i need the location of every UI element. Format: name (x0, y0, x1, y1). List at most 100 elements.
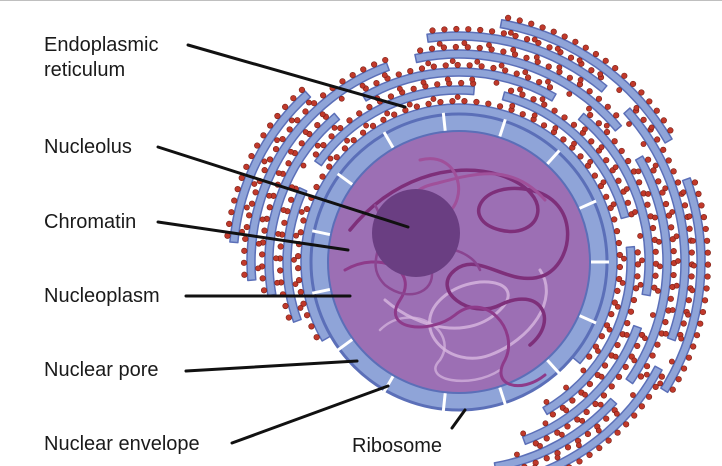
ribosome-dot (502, 67, 509, 74)
ribosome-dot (543, 435, 550, 442)
ribosome-dot (686, 213, 693, 220)
ribosome-dot (363, 122, 370, 129)
ribosome-dot (673, 233, 680, 240)
ribosome-dot (369, 122, 377, 129)
ribosome-dot (658, 373, 665, 380)
ribosome-dot (441, 26, 448, 33)
ribosome-dot (261, 227, 268, 234)
ribosome-dot (615, 275, 623, 283)
ribosome-dot (587, 158, 594, 165)
ribosome-dot (452, 43, 459, 51)
ribosome-dot (313, 334, 320, 341)
ribosome-dot (293, 232, 300, 239)
ribosome-dot (558, 431, 565, 438)
ribosome-dot (630, 296, 638, 304)
ribosome-dot (288, 196, 295, 203)
ribosome-dot (566, 91, 573, 97)
ribosome-dot (291, 256, 297, 263)
ribosome-dot (524, 74, 532, 81)
ribosome-dot (583, 408, 590, 416)
ribosome-dot (698, 202, 705, 209)
ribosome-dot (280, 207, 287, 213)
ribosome-dot (638, 89, 645, 96)
ribosome-dot (564, 423, 571, 430)
ribosome-dot (327, 155, 334, 162)
ribosome-dot (614, 429, 621, 436)
nuclear-pore-gap (546, 149, 561, 165)
ribosome-dot (567, 54, 575, 61)
ribosome-dot (240, 259, 248, 266)
ribosome-dot (582, 391, 588, 398)
ribosome-dot (294, 117, 301, 124)
ribosome-dot (373, 80, 380, 87)
ribosome-dot (704, 249, 711, 256)
ribosome-dot (539, 24, 546, 31)
ribosome-dot (274, 137, 280, 144)
ribosome-dot (356, 110, 363, 117)
ribosome-dot (616, 251, 623, 259)
er-cisterna-right-1 (501, 91, 630, 220)
ribosome-dot (689, 287, 696, 294)
ribosome-dot (675, 258, 681, 264)
ribosome-dot (610, 201, 617, 208)
ribosome-dot (688, 249, 695, 256)
leader-nuclear-pore (184, 359, 359, 373)
ribosome-dot (642, 335, 648, 342)
ribosome-dot (493, 79, 500, 86)
ribosome-dot (629, 80, 637, 88)
ribosome-dot (657, 380, 664, 387)
ribosome-dot (569, 397, 576, 404)
ribosome-dot (623, 421, 630, 428)
ribosome-dot (261, 167, 268, 174)
ribosome-dot (341, 145, 349, 152)
ribosome-dot (241, 271, 248, 278)
label-endoplasmic-reticulum: Endoplasmic reticulum (44, 33, 159, 83)
leader-er (186, 43, 407, 109)
ribosome-dot (582, 44, 589, 51)
ribosome-dot (298, 140, 305, 147)
ribosome-dot (615, 239, 622, 247)
ribosome-dot (695, 190, 702, 197)
ribosome-dot (554, 45, 561, 52)
ribosome-dot (543, 399, 550, 405)
ribosome-dot (500, 30, 507, 37)
ribosome-dot (640, 141, 647, 147)
nuclear-pore-gap (336, 338, 354, 352)
ribosome-dot (517, 86, 523, 93)
ribosome-dot (665, 157, 672, 164)
ribosome-dot (660, 146, 667, 153)
ribosome-dot (570, 121, 578, 128)
ribosome-dot (266, 204, 273, 211)
ribosome-dot (686, 225, 693, 232)
ribosome-dot (603, 157, 610, 164)
ribosome-dot (277, 243, 284, 250)
ribosome-dot (597, 71, 604, 78)
ribosome-dot (690, 343, 697, 350)
ribosome-dot (406, 101, 413, 108)
ribosome-dot (248, 200, 256, 207)
ribosome-dot (254, 142, 261, 149)
ribosome-dot (623, 186, 630, 192)
ribosome-dot (614, 303, 621, 310)
nuclear-pore-gap (498, 118, 507, 137)
ribosome-dot (598, 333, 605, 340)
ribosome-dot (241, 247, 248, 254)
ribosome-dot (637, 373, 645, 380)
ribosome-dot (535, 39, 542, 47)
label-er-line2: reticulum (44, 59, 126, 81)
ribosome-dot (523, 54, 530, 61)
ribosome-dot (285, 160, 292, 167)
ribosome-dot (308, 323, 315, 330)
ribosome-dot (371, 61, 378, 68)
ribosome-dot (453, 25, 460, 33)
ribosome-dot (691, 262, 697, 269)
ribosome-dot (545, 78, 551, 85)
ribosome-dot (297, 229, 304, 236)
ribosome-dot (680, 320, 687, 327)
ribosome-dot (437, 98, 444, 106)
ribosome-dot (643, 371, 650, 378)
ribosome-dot (667, 295, 674, 302)
ribosome-dot (505, 14, 512, 21)
ribosome-dot (476, 44, 483, 52)
ribosome-dot (320, 142, 327, 149)
